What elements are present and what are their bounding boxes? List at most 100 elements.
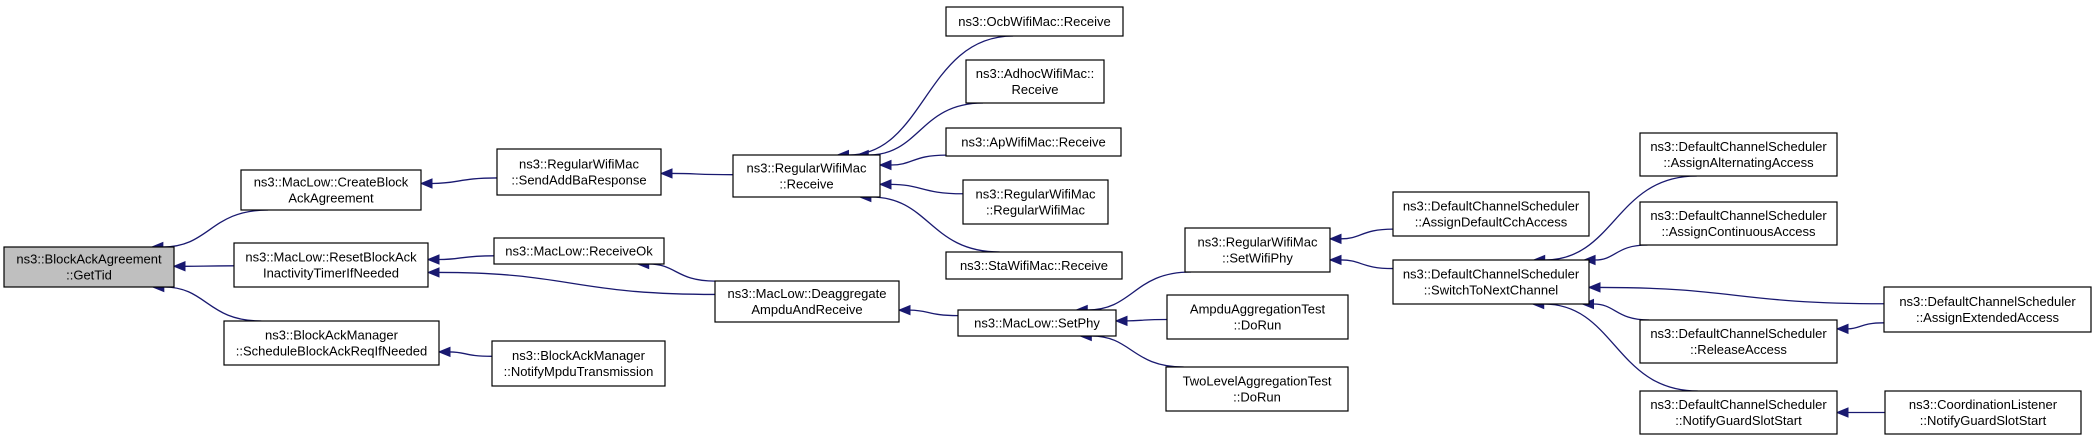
node-label-line: ns3::MacLow::ReceiveOk bbox=[505, 244, 653, 259]
edge-ocbReceive-to-rwmReceive bbox=[848, 35, 1014, 156]
node-assignContinuous[interactable]: ns3::DefaultChannelScheduler::AssignCont… bbox=[1639, 201, 1838, 246]
node-receiveOk[interactable]: ns3::MacLow::ReceiveOk bbox=[493, 237, 665, 265]
node-label-line: ns3::RegularWifiMac bbox=[1198, 235, 1318, 250]
node-box bbox=[1883, 286, 2092, 333]
arrowhead bbox=[659, 168, 673, 179]
node-label-line: ::ReleaseAccess bbox=[1690, 342, 1787, 357]
node-label-line: ::NotifyGuardSlotStart bbox=[1675, 413, 1802, 428]
node-label-line: ns3::RegularWifiMac bbox=[519, 157, 639, 172]
node-box bbox=[1165, 366, 1349, 412]
node-box bbox=[1884, 390, 2082, 435]
node-label-line: InactivityTimerIfNeeded bbox=[263, 266, 399, 281]
edge-scheduleBlockAck-to-getTid bbox=[163, 286, 262, 322]
edge-createBlockAck-to-getTid bbox=[162, 209, 269, 248]
arrowhead bbox=[437, 346, 451, 358]
node-label-line: ns3::MacLow::Deaggregate bbox=[728, 286, 887, 301]
node-resetBlockAck[interactable]: ns3::MacLow::ResetBlockAckInactivityTime… bbox=[233, 242, 429, 288]
node-scheduleBlockAck[interactable]: ns3::BlockAckManager::ScheduleBlockAckRe… bbox=[223, 320, 440, 366]
node-setWifiPhy[interactable]: ns3::RegularWifiMac::SetWifiPhy bbox=[1184, 227, 1331, 273]
node-label-line: ::Receive bbox=[779, 177, 833, 192]
node-label-line: ::DoRun bbox=[1233, 390, 1281, 405]
arrowhead bbox=[1114, 315, 1128, 327]
node-notifyMpdu[interactable]: ns3::BlockAckManager::NotifyMpduTransmis… bbox=[491, 340, 666, 387]
edge-assignExtended-to-releaseAccess bbox=[1847, 322, 1885, 330]
edge-ampduTest-to-setPhy bbox=[1126, 318, 1168, 322]
node-box bbox=[1639, 319, 1838, 364]
node-label-line: ::AssignContinuousAccess bbox=[1662, 224, 1816, 239]
node-label-line: ns3::DefaultChannelScheduler bbox=[1403, 199, 1580, 214]
node-box bbox=[957, 309, 1117, 337]
edge-assignContinuous-to-switchToNext bbox=[1595, 244, 1648, 261]
node-label-line: ns3::CoordinationListener bbox=[1909, 397, 2058, 412]
node-apReceive[interactable]: ns3::ApWifiMac::Receive bbox=[945, 127, 1122, 157]
arrowhead bbox=[878, 179, 892, 190]
node-label-line: ns3::MacLow::ResetBlockAck bbox=[245, 250, 417, 265]
node-box bbox=[732, 154, 881, 198]
node-notifyGuardListener[interactable]: ns3::CoordinationListener::NotifyGuardSl… bbox=[1884, 390, 2082, 435]
node-rwmCtor[interactable]: ns3::RegularWifiMac::RegularWifiMac bbox=[962, 179, 1109, 225]
edge-staReceive-to-rwmReceive bbox=[870, 196, 1000, 253]
node-box bbox=[3, 246, 175, 288]
node-box bbox=[1166, 294, 1349, 340]
node-box bbox=[491, 340, 666, 387]
node-adhocReceive[interactable]: ns3::AdhocWifiMac::Receive bbox=[965, 59, 1105, 104]
node-staReceive[interactable]: ns3::StaWifiMac::Receive bbox=[945, 251, 1123, 280]
arrowhead bbox=[419, 178, 433, 189]
node-label-line: ns3::DefaultChannelScheduler bbox=[1403, 267, 1580, 282]
node-label-line: AmpduAndReceive bbox=[751, 302, 862, 317]
node-label-line: ::NotifyMpduTransmission bbox=[504, 364, 654, 379]
node-box bbox=[1639, 132, 1838, 177]
edge-rwmCtor-to-rwmReceive bbox=[890, 183, 964, 195]
node-label-line: Receive bbox=[1012, 82, 1059, 97]
node-setPhy[interactable]: ns3::MacLow::SetPhy bbox=[957, 309, 1117, 337]
node-assignAlternating[interactable]: ns3::DefaultChannelScheduler::AssignAlte… bbox=[1639, 132, 1838, 177]
edge-assignAlternating-to-switchToNext bbox=[1544, 175, 1697, 261]
edge-sendAddBa-to-createBlockAck bbox=[431, 177, 498, 185]
node-label-line: ns3::StaWifiMac::Receive bbox=[960, 258, 1108, 273]
node-ampduTest[interactable]: AmpduAggregationTest::DoRun bbox=[1166, 294, 1349, 340]
edge-apReceive-to-rwmReceive bbox=[890, 154, 947, 166]
node-box bbox=[240, 169, 422, 211]
node-label-line: ::AssignDefaultCchAccess bbox=[1415, 215, 1568, 230]
node-box bbox=[496, 148, 662, 196]
arrowhead bbox=[1328, 233, 1342, 245]
node-assignDefaultCch[interactable]: ns3::DefaultChannelScheduler::AssignDefa… bbox=[1392, 191, 1590, 237]
node-box bbox=[945, 6, 1124, 37]
node-label-line: AckAgreement bbox=[288, 191, 374, 206]
edge-twoLevelTest-to-setPhy bbox=[1091, 335, 1184, 368]
node-label-line: ::RegularWifiMac bbox=[986, 203, 1085, 218]
node-box bbox=[1392, 259, 1590, 305]
node-notifyGuardSched[interactable]: ns3::DefaultChannelScheduler::NotifyGuar… bbox=[1639, 390, 1838, 435]
node-rwmReceive[interactable]: ns3::RegularWifiMac::Receive bbox=[732, 154, 881, 198]
node-label-line: ::DoRun bbox=[1234, 318, 1282, 333]
node-label-line: ns3::DefaultChannelScheduler bbox=[1899, 294, 2076, 309]
node-getTid[interactable]: ns3::BlockAckAgreement::GetTid bbox=[3, 246, 175, 288]
node-ocbReceive[interactable]: ns3::OcbWifiMac::Receive bbox=[945, 6, 1124, 37]
node-switchToNext[interactable]: ns3::DefaultChannelScheduler::SwitchToNe… bbox=[1392, 259, 1590, 305]
node-box bbox=[962, 179, 1109, 225]
node-assignExtended[interactable]: ns3::DefaultChannelScheduler::AssignExte… bbox=[1883, 286, 2092, 333]
edge-deaggregate-to-receiveOk bbox=[648, 263, 716, 282]
edge-switchToNext-to-setWifiPhy bbox=[1340, 259, 1394, 270]
node-twoLevelTest[interactable]: TwoLevelAggregationTest::DoRun bbox=[1165, 366, 1349, 412]
node-label-line: ::SwitchToNextChannel bbox=[1424, 283, 1559, 298]
arrowhead bbox=[172, 261, 186, 272]
arrowhead bbox=[878, 159, 892, 171]
nodes-layer: ns3::BlockAckAgreement::GetTidns3::MacLo… bbox=[3, 6, 2092, 435]
node-label-line: ns3::DefaultChannelScheduler bbox=[1650, 139, 1827, 154]
arrowhead bbox=[1835, 407, 1849, 418]
node-label-line: TwoLevelAggregationTest bbox=[1183, 374, 1332, 389]
node-label-line: ::SendAddBaResponse bbox=[511, 173, 646, 188]
node-label-line: ns3::MacLow::SetPhy bbox=[974, 316, 1100, 331]
node-label-line: ns3::DefaultChannelScheduler bbox=[1650, 397, 1827, 412]
edge-assignExtended-to-switchToNext bbox=[1599, 286, 1885, 305]
node-label-line: ns3::DefaultChannelScheduler bbox=[1650, 326, 1827, 341]
node-box bbox=[945, 127, 1122, 157]
node-label-line: ns3::RegularWifiMac bbox=[976, 187, 1096, 202]
edge-assignDefaultCch-to-setWifiPhy bbox=[1340, 228, 1394, 240]
node-sendAddBa[interactable]: ns3::RegularWifiMac::SendAddBaResponse bbox=[496, 148, 662, 196]
node-releaseAccess[interactable]: ns3::DefaultChannelScheduler::ReleaseAcc… bbox=[1639, 319, 1838, 364]
